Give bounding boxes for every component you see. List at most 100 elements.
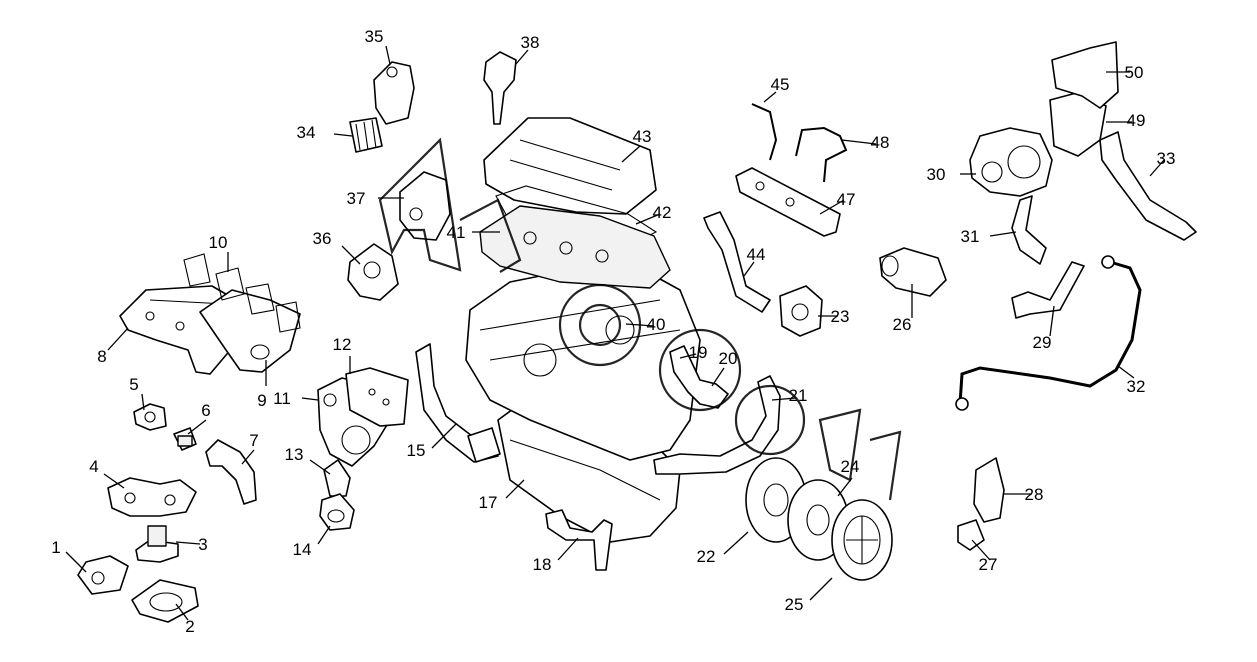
part-1-engine-mount (77, 555, 129, 595)
callout-number-6: 6 (201, 401, 210, 420)
callout-number-9: 9 (257, 391, 266, 410)
callout-number-29: 29 (1033, 333, 1052, 352)
leader-line-14 (317, 525, 331, 545)
callout-number-23: 23 (831, 307, 850, 326)
leader-line-33 (1149, 159, 1165, 177)
part-38-shaft (483, 51, 517, 125)
part-29-pipe (1011, 261, 1085, 319)
leader-line-27 (971, 539, 991, 561)
part-18-oil-pipe (545, 509, 613, 571)
callout-number-30: 30 (927, 165, 946, 184)
leader-line-18 (557, 537, 579, 561)
part-45-48-fuel-lines (751, 103, 848, 183)
leader-line-4 (103, 473, 125, 489)
leader-line-31 (989, 231, 1017, 237)
leader-line-48 (841, 139, 877, 145)
leader-line-43 (621, 145, 641, 163)
callout-number-5: 5 (129, 375, 138, 394)
callout-number-36: 36 (313, 229, 332, 248)
callout-number-26: 26 (893, 315, 912, 334)
part-43-valve-cover (483, 117, 657, 215)
callout-number-44: 44 (747, 245, 766, 264)
leader-line-17 (505, 479, 525, 499)
part-23-pump (779, 285, 823, 337)
leader-line-15 (431, 423, 457, 449)
callout-number-47: 47 (837, 190, 856, 209)
callout-number-49: 49 (1127, 111, 1146, 130)
callout-number-1: 1 (51, 538, 60, 557)
callout-number-40: 40 (647, 315, 666, 334)
part-26-starter-motor (879, 247, 947, 297)
leader-line-11 (301, 397, 319, 401)
leader-line-25 (809, 577, 833, 601)
leader-line-6 (187, 419, 207, 435)
part-36-pump (347, 243, 399, 301)
callout-number-11: 11 (273, 389, 291, 408)
leader-line-20 (711, 367, 725, 387)
callout-number-32: 32 (1127, 377, 1146, 396)
callout-number-25: 25 (785, 595, 804, 614)
callout-number-28: 28 (1025, 485, 1044, 504)
part-9-intake-manifold (199, 289, 301, 373)
leader-line-7 (241, 449, 255, 465)
leader-line-42 (635, 213, 661, 225)
part-50-heat-shield (1051, 41, 1119, 109)
part-14-valve (319, 493, 355, 531)
callout-number-45: 45 (771, 75, 790, 94)
callout-number-3: 3 (198, 535, 207, 554)
callout-number-22: 22 (697, 547, 716, 566)
leader-line-35 (385, 45, 391, 65)
part-47-fuel-rail (735, 167, 841, 237)
leader-line-34 (333, 133, 353, 137)
part-25-pressure-plate (831, 499, 893, 581)
leader-line-2 (175, 603, 189, 621)
callout-number-14: 14 (293, 540, 312, 559)
callout-number-8: 8 (97, 347, 106, 366)
callout-number-33: 33 (1157, 149, 1176, 168)
part-4-bracket (107, 477, 197, 517)
leader-line-3 (175, 541, 201, 545)
callout-number-13: 13 (285, 445, 304, 464)
callout-number-10: 10 (209, 233, 228, 252)
callout-number-18: 18 (533, 555, 552, 574)
leader-line-21 (771, 397, 797, 401)
part-37-pump (399, 171, 451, 241)
part-15-intake-pipe (415, 343, 501, 463)
part-5-thermostat-housing (133, 403, 167, 431)
part-6-sensor (173, 427, 197, 451)
callout-number-38: 38 (521, 33, 540, 52)
callout-number-2: 2 (185, 617, 194, 636)
leader-line-22 (723, 531, 749, 555)
part-35-fuel-filter (373, 61, 415, 125)
leader-line-45 (763, 91, 777, 103)
leader-line-5 (141, 393, 145, 411)
leader-line-36 (341, 245, 361, 265)
leader-line-32 (1117, 365, 1135, 379)
leader-line-44 (743, 261, 755, 277)
part-27-sensor (957, 519, 985, 551)
callout-number-21: 21 (789, 386, 808, 405)
callout-number-24: 24 (841, 457, 860, 476)
callout-number-35: 35 (365, 27, 384, 46)
leader-line-13 (309, 459, 331, 475)
part-28-bracket (973, 457, 1005, 523)
part-44-pipe (703, 211, 771, 313)
callout-number-37: 37 (347, 189, 366, 208)
part-2-plate (131, 579, 199, 623)
callout-number-19: 19 (689, 343, 708, 362)
callout-number-12: 12 (333, 335, 352, 354)
callout-number-15: 15 (407, 441, 426, 460)
callout-number-4: 4 (89, 457, 98, 476)
leader-line-47 (819, 199, 845, 215)
callout-number-7: 7 (249, 431, 258, 450)
callout-number-48: 48 (871, 133, 890, 152)
part-7-hose (205, 439, 257, 505)
part-32-pipe (955, 255, 1142, 411)
leader-line-8 (107, 327, 129, 351)
callout-number-27: 27 (979, 555, 998, 574)
part-10-manifold-gasket (183, 253, 301, 333)
part-19-20-pipe (669, 345, 729, 409)
